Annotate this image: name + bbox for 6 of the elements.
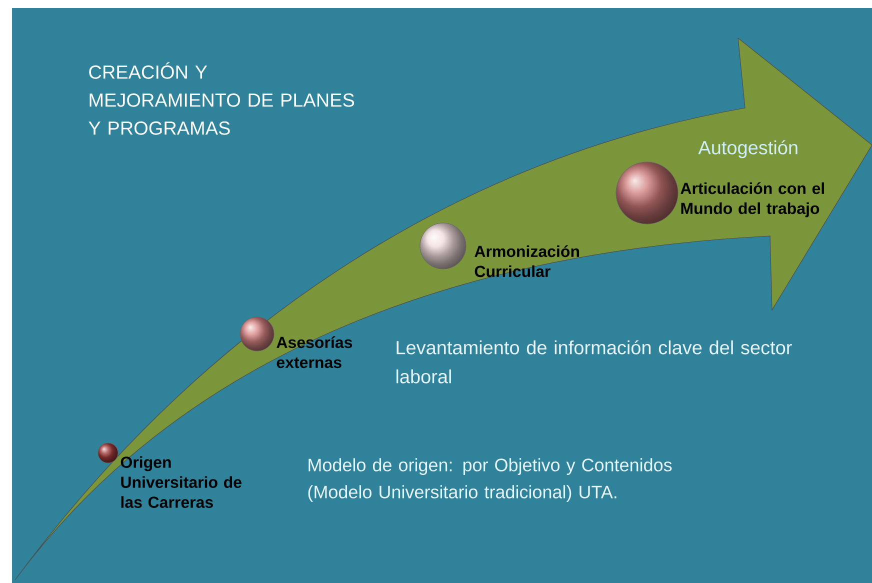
step-label: Articulación con el Mundo del trabajo [680,182,824,218]
caption-text: Modelo de origen: por Objetivo y Contenidos (Modelo Universitario tradicional) UTA. [308,458,672,502]
caption-text: Autogestión [698,140,798,158]
caption-text: Levantamiento de información clave del sector laboral [396,340,792,384]
title: CREACIÓN Y MEJORAMIENTO DE PLANES Y PROGRAMAS [88,62,354,135]
step-label: Origen Universitario de las Carreras [120,456,242,508]
